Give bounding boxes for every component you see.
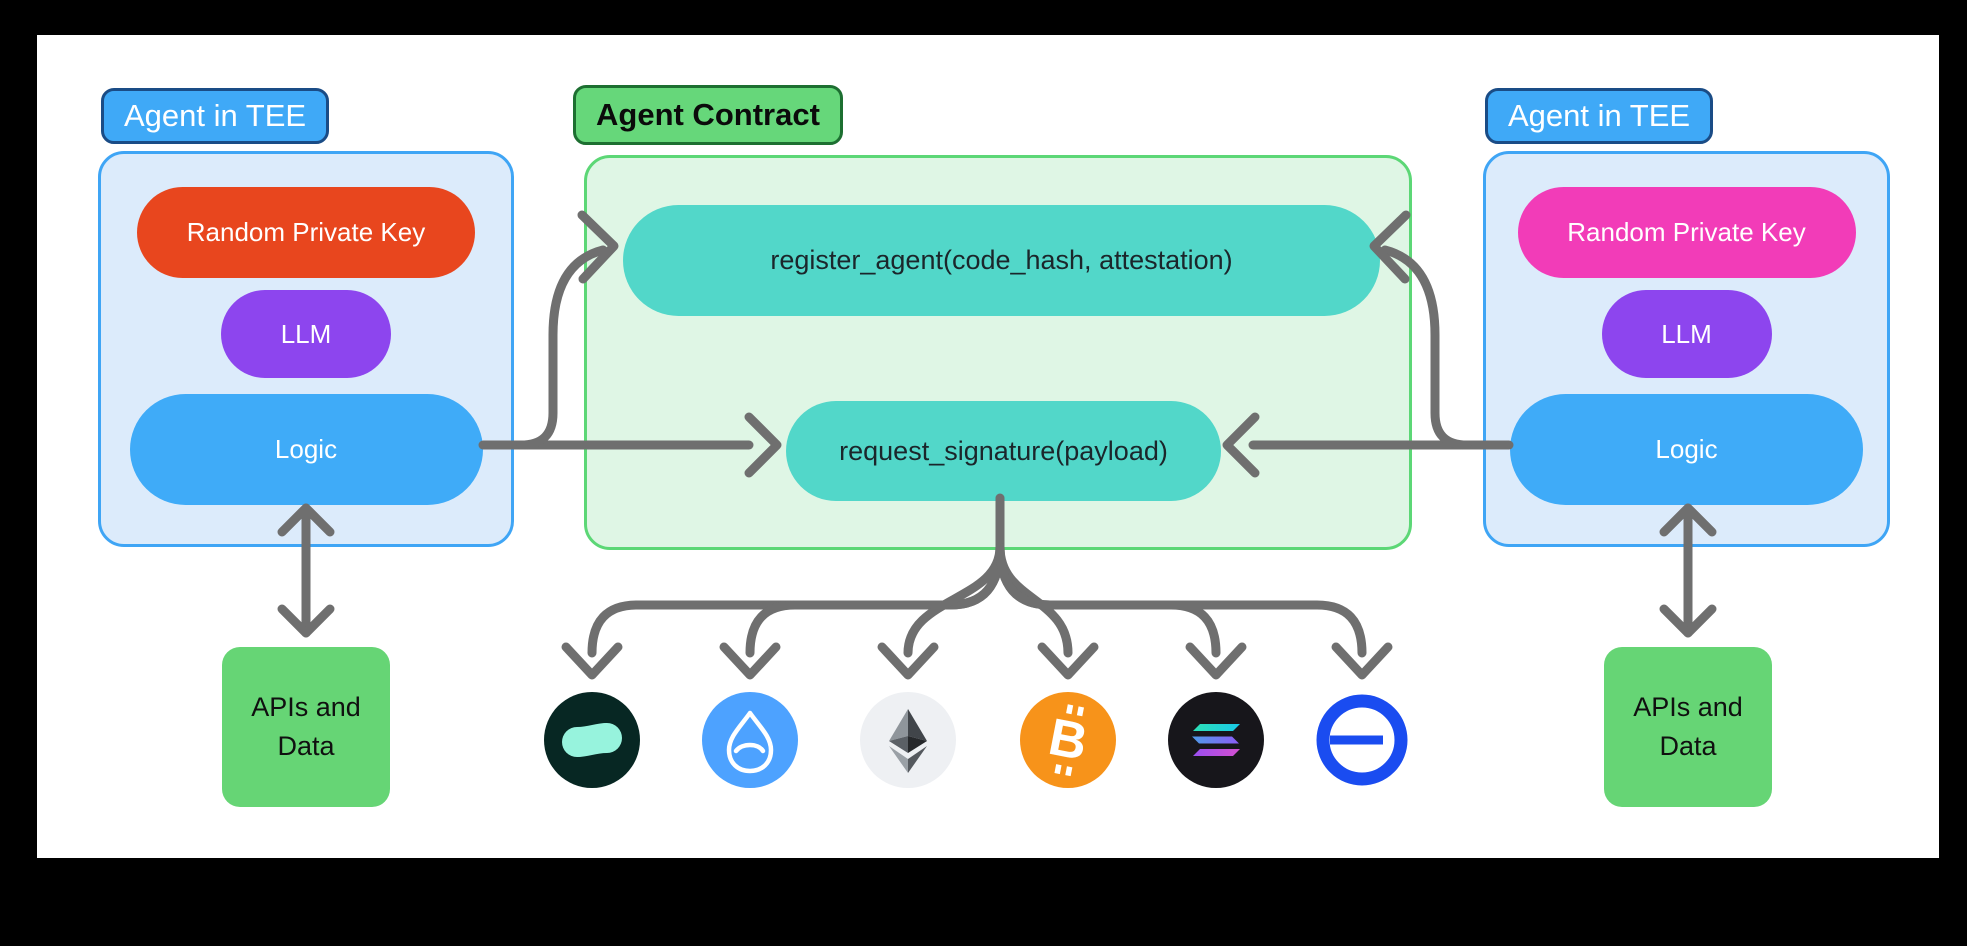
apis-label-line1: APIs and [1633,691,1743,722]
right-random-private-key-pill: Random Private Key [1517,187,1856,278]
arrowhead-down-icon [1659,604,1717,638]
hyperliquid-icon [544,692,640,788]
right-tee-box: Random Private Key LLM Logic [1483,151,1890,547]
solana-icon [1168,692,1264,788]
arrowhead-down-icon [719,642,781,680]
agent-contract-box: register_agent(code_hash, attestation) r… [584,155,1412,550]
right-tee-title: Agent in TEE [1485,88,1714,144]
left-random-private-key-pill: Random Private Key [137,187,475,278]
arrow-to-solana [995,542,1221,658]
request-signature-method: request_signature(payload) [786,401,1221,501]
arrow-to-base [995,542,1367,658]
left-logic-pill: Logic [129,394,483,505]
left-tee-box: Random Private Key LLM Logic [98,151,514,547]
arrowhead-down-icon [1331,642,1393,680]
bitcoin-icon: B [1020,692,1116,788]
arrowhead-down-icon [1185,642,1247,680]
arrowhead-down-icon [1037,642,1099,680]
left-tee-title: Agent in TEE [101,88,330,144]
right-llm-pill: LLM [1601,290,1772,378]
agent-contract-title: Agent Contract [573,85,843,145]
apis-label-line1: APIs and [251,691,361,722]
register-agent-method: register_agent(code_hash, attestation) [623,205,1380,316]
right-logic-pill: Logic [1510,394,1863,505]
right-apis-and-data-box: APIs and Data [1604,647,1772,807]
arrow-to-hyperliquid [587,542,1005,658]
arrow-to-sui [745,542,1005,658]
left-llm-pill: LLM [221,290,391,378]
arrowhead-down-icon [877,642,939,680]
arrowhead-down-icon [277,604,335,638]
left-apis-and-data-box: APIs and Data [222,647,390,807]
apis-label-line2: Data [277,731,335,761]
base-icon [1314,692,1410,788]
diagram-canvas: Agent in TEE Agent Contract Agent in TEE… [37,35,1939,858]
ethereum-icon [860,692,956,788]
arrow-to-bitcoin [995,542,1073,658]
sui-icon [702,692,798,788]
arrowhead-down-icon [561,642,623,680]
apis-label-line2: Data [1659,731,1717,761]
arrow-to-ethereum [903,542,1005,658]
